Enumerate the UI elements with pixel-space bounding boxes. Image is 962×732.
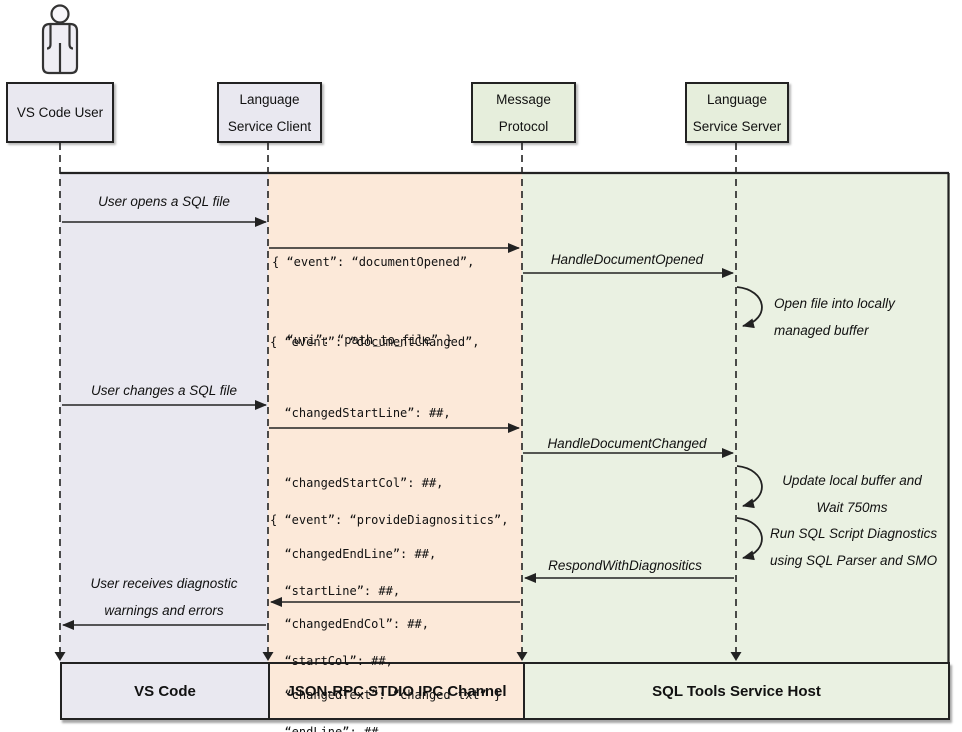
- self-loop-run-diagnostics: [736, 517, 763, 561]
- lifeline-end-arrow-server: [730, 652, 742, 661]
- self-loop-open-file: [736, 286, 763, 329]
- participant-language-service-server: Language Service Server: [685, 82, 789, 143]
- label-user-opens: User opens a SQL file: [98, 194, 230, 209]
- lifeline-end-arrow-protocol: [516, 652, 528, 661]
- system-service-host: SQL Tools Service Host: [525, 664, 948, 718]
- system-row: VS Code JSON-RPC STDIO IPC Channel SQL T…: [60, 662, 950, 720]
- participant-label: Service Client: [227, 118, 312, 134]
- lifeline-end-arrow-client: [262, 652, 274, 661]
- participant-label: Protocol: [498, 118, 549, 134]
- note-update-buffer: Update local buffer and Wait 750ms: [782, 473, 922, 515]
- label-handle-document-opened: HandleDocumentOpened: [550, 252, 704, 267]
- participant-message-protocol: Message Protocol: [471, 82, 576, 143]
- label-handle-document-changed: HandleDocumentChanged: [547, 436, 707, 451]
- system-vscode: VS Code: [62, 664, 268, 718]
- participant-label: Message: [496, 91, 551, 107]
- json-provide-diagnostics: { “event”: “provideDiagnositics”, “start…: [270, 513, 509, 732]
- note-open-file: Open file into locally managed buffer: [774, 296, 895, 338]
- json-document-opened: { “event”: “documentOpened”, “uri”: “pat…: [272, 255, 475, 347]
- participant-vscode-user: VS Code User: [6, 82, 114, 143]
- user-actor-icon: [41, 4, 79, 75]
- participant-label: Language: [239, 91, 300, 107]
- participant-language-service-client: Language Service Client: [217, 82, 322, 143]
- participant-label: VS Code User: [16, 105, 104, 120]
- lifeline-end-arrow-user: [54, 652, 66, 661]
- divider: [523, 664, 525, 718]
- self-loop-update-buffer: [736, 465, 763, 509]
- participant-label: Language: [706, 91, 768, 107]
- note-run-diagnostics: Run SQL Script Diagnostics using SQL Par…: [770, 526, 938, 568]
- system-ipc-channel: JSON-RPC STDIO IPC Channel: [270, 664, 523, 718]
- participant-label: Service Server: [692, 118, 782, 134]
- label-user-receives: User receives diagnostic warnings and er…: [90, 576, 238, 618]
- label-respond-with-diagnostics: RespondWithDiagnositics: [548, 558, 702, 573]
- json-document-changed: { “event”: “documentChanged”, “changedSt…: [270, 335, 502, 702]
- lane-vscode: [60, 173, 268, 662]
- label-user-changes: User changes a SQL file: [90, 383, 238, 398]
- lane-ipc-channel: [268, 173, 522, 662]
- divider: [268, 664, 270, 718]
